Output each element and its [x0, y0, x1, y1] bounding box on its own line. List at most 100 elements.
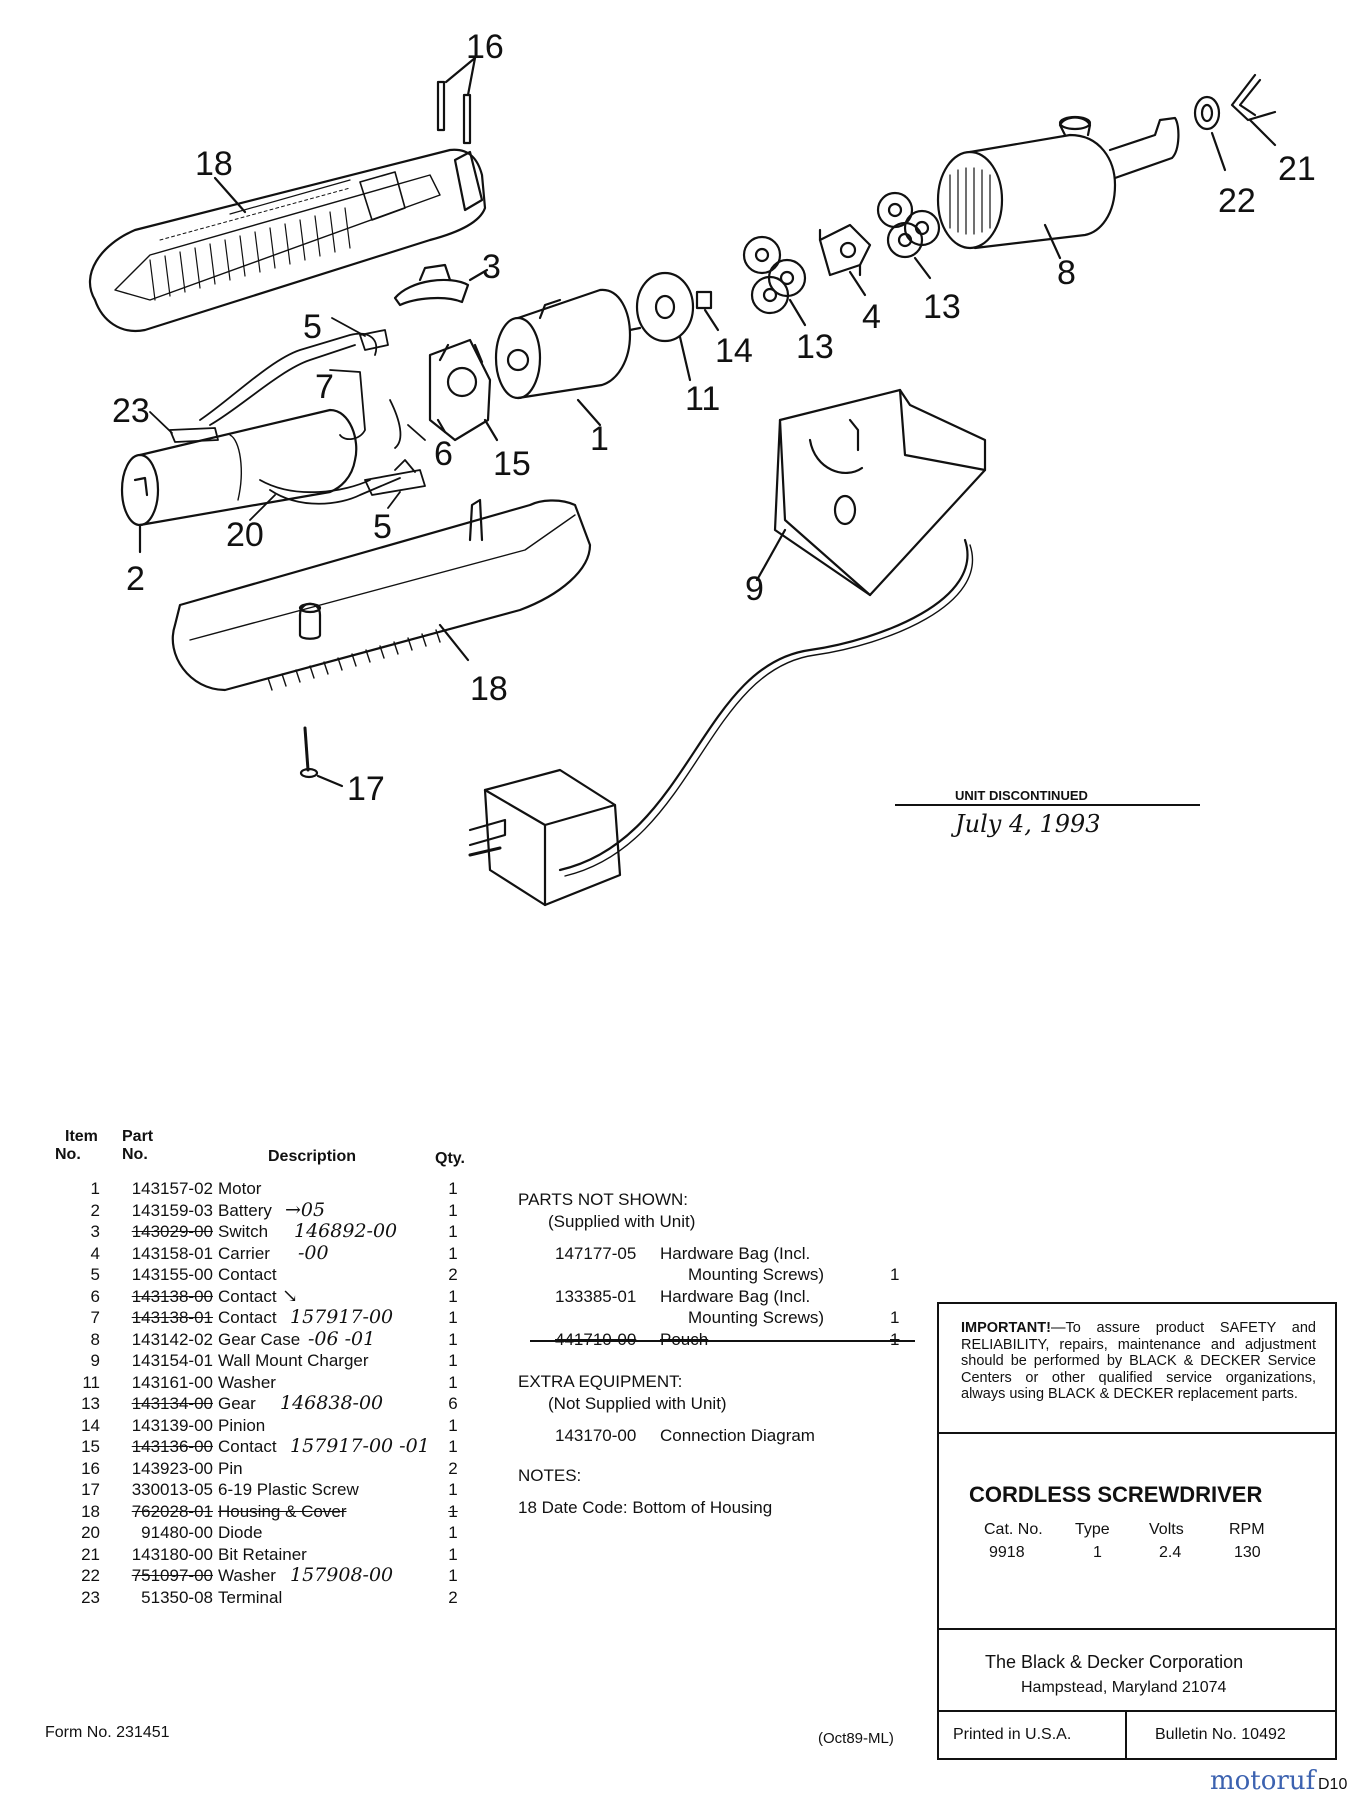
item-number: 21: [81, 1544, 100, 1564]
handwritten-revision: 157917-00: [290, 1306, 394, 1328]
part-number: 143155-00: [131, 1265, 213, 1284]
important-notice: IMPORTANT!—To assure product SAFETY and …: [961, 1320, 1316, 1403]
bulletin-number: Bulletin No. 10492: [1155, 1726, 1286, 1743]
part-description: Pin: [218, 1458, 243, 1478]
spec-rpm-value: 130: [1234, 1544, 1261, 1561]
screw-part-17: [299, 726, 344, 788]
item-number: 8: [90, 1329, 100, 1349]
part-quantity: 1: [448, 1222, 458, 1241]
part-quantity: 1: [448, 1544, 458, 1564]
part-quantity: 1: [448, 1286, 458, 1306]
discontinued-date: July 4, 1993: [950, 810, 1101, 838]
handwritten-revision: 157908-00: [290, 1564, 394, 1586]
parts-table-header: Item No. Part No. Description Qty.: [50, 1128, 490, 1178]
callout-4: 4: [862, 298, 881, 336]
part-number: 143029-00: [131, 1222, 213, 1241]
housing-base-part-18: [171, 498, 592, 692]
info-divider-2: [939, 1628, 1335, 1630]
gears-part-13a: [742, 235, 807, 327]
part-number: 143138-00: [131, 1286, 213, 1306]
item-number: 9: [90, 1351, 100, 1370]
part-quantity: 2: [448, 1265, 458, 1284]
motor-part-1: [494, 288, 642, 427]
part-quantity: 1: [448, 1415, 458, 1435]
header-item-line1: Item: [65, 1128, 98, 1145]
part-quantity: 2: [448, 1587, 458, 1607]
part-description: Washer: [218, 1566, 276, 1585]
part-description: Bit Retainer: [218, 1544, 307, 1564]
part-quantity: 6: [448, 1394, 458, 1413]
spec-cat-value: 9918: [989, 1544, 1025, 1561]
pns-row-2-part: 133385-01: [555, 1287, 637, 1306]
callout-18-top: 18: [195, 145, 233, 183]
item-number: 2: [90, 1200, 100, 1220]
part-number: 143154-01: [131, 1351, 213, 1370]
part-number: 143136-00: [131, 1437, 213, 1456]
callout-22: 22: [1218, 182, 1256, 220]
part-number: 143158-01: [131, 1243, 213, 1263]
gears-part-13b: [876, 191, 941, 280]
item-number: 11: [82, 1372, 100, 1392]
exploded-parts-diagram: 16 18 3 5 7 23 6 15 1 11 14 13 4 13 8 22…: [89, 28, 1316, 907]
callout-3: 3: [482, 248, 501, 286]
part-description: Contact: [218, 1265, 277, 1284]
part-number: 143923-00: [131, 1458, 213, 1478]
callout-11: 11: [685, 380, 720, 418]
callout-20: 20: [226, 516, 264, 554]
handwritten-revision: 157917-00 -01: [290, 1435, 430, 1457]
transformer-plug: [468, 768, 622, 907]
pns-row-1-desc2: Mounting Screws): [688, 1265, 825, 1284]
part-number: 51350-08: [141, 1587, 213, 1607]
callout-16: 16: [466, 28, 504, 66]
item-number: 22: [81, 1566, 100, 1585]
item-number: 20: [81, 1523, 100, 1542]
callout-18-bottom: 18: [470, 670, 508, 708]
parts-list-table: Item No. Part No. Description Qty. 1 1431…: [50, 1128, 490, 1608]
part-number: 143180-00: [131, 1544, 213, 1564]
pns-row-1-desc1: Hardware Bag (Incl.: [660, 1244, 811, 1263]
washer-part-11: [635, 271, 695, 382]
pins-part-16: [436, 56, 477, 145]
item-number: 1: [90, 1179, 100, 1198]
unit-discontinued-label: UNIT DISCONTINUED: [955, 788, 1088, 803]
item-number: 17: [81, 1480, 100, 1499]
part-quantity: 1: [448, 1179, 458, 1198]
callout-1: 1: [590, 420, 609, 458]
callout-13-left: 13: [796, 328, 834, 366]
part-quantity: 1: [448, 1329, 458, 1349]
printed-box: Printed in U.S.A.: [937, 1710, 1127, 1760]
switch-part-3: [393, 263, 489, 307]
part-quantity: 2: [448, 1458, 458, 1478]
header-qty: Qty.: [435, 1150, 465, 1167]
part-quantity: 1: [448, 1372, 458, 1392]
item-number: 18: [81, 1501, 100, 1521]
watermark-logo: motoruf: [1210, 1766, 1316, 1796]
part-description: Motor: [218, 1179, 262, 1198]
handwritten-revision: -00: [298, 1241, 329, 1264]
part-description: Contact: [218, 1308, 277, 1327]
part-description: Housing & Cover: [218, 1501, 347, 1521]
date-code: (Oct89-ML): [818, 1730, 894, 1747]
part-number: 143161-00: [131, 1372, 213, 1392]
callout-23: 23: [112, 392, 150, 430]
printed-in: Printed in U.S.A.: [953, 1726, 1072, 1743]
callout-9: 9: [745, 570, 764, 608]
extra-equipment-desc: Connection Diagram: [660, 1426, 815, 1445]
part-number: 330013-05: [131, 1480, 213, 1499]
part-quantity: 1: [448, 1200, 458, 1220]
extra-equipment-part: 143170-00: [555, 1426, 637, 1445]
spec-type-header: Type: [1075, 1521, 1110, 1538]
spec-cat-header: Cat. No.: [984, 1521, 1043, 1538]
header-part-line2: No.: [122, 1146, 148, 1163]
parts-not-shown-sub: (Supplied with Unit): [548, 1212, 696, 1231]
info-divider-1: [939, 1432, 1335, 1434]
